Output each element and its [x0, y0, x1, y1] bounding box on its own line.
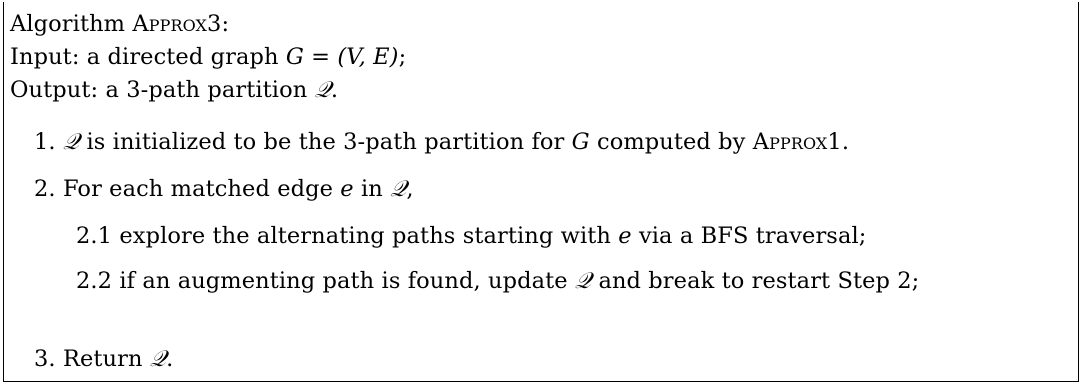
substep-number: 2.1: [76, 223, 113, 249]
algorithm-reference: Approx1: [752, 129, 842, 155]
substep-text: and break to restart Step 2;: [591, 268, 920, 294]
step-math: G: [571, 129, 590, 155]
substep-math: e: [618, 223, 632, 249]
step-math: 𝒬: [390, 176, 407, 202]
output-suffix: .: [330, 77, 339, 103]
step-text: is initialized to be the 3-path partitio…: [79, 129, 572, 155]
substep-text: via a BFS traversal;: [631, 223, 867, 249]
step-text: .: [841, 129, 850, 155]
step-3: 3. Return 𝒬.: [34, 348, 173, 371]
step-text: in: [353, 176, 391, 202]
step-math: e: [340, 176, 354, 202]
step-text: For each matched edge: [62, 176, 341, 202]
substep-2-2: 2.2 if an augmenting path is found, upda…: [76, 270, 919, 293]
algorithm-box: [3, 2, 1079, 382]
substep-2-1: 2.1 explore the alternating paths starti…: [76, 225, 866, 248]
output-label: Output: a 3-path partition: [10, 77, 315, 103]
algorithm-name: Approx3: [132, 11, 222, 37]
step-number: 2.: [34, 176, 56, 202]
substep-text: explore the alternating paths starting w…: [119, 223, 619, 249]
step-math: 𝒬: [62, 129, 80, 155]
input-label: Input: a directed graph: [10, 44, 286, 70]
substep-number: 2.2: [76, 268, 113, 294]
step-text: ,: [406, 176, 414, 202]
algorithm-input: Input: a directed graph G = (V, E);: [10, 46, 406, 69]
algorithm-title: Algorithm Approx3:: [10, 13, 229, 36]
input-graph-math: G = (V, E): [285, 44, 399, 70]
title-suffix: :: [221, 11, 230, 37]
step-number: 3.: [34, 346, 56, 372]
substep-math: 𝒬: [574, 268, 592, 294]
step-text: .: [166, 346, 174, 372]
step-text: computed by: [589, 129, 753, 155]
input-suffix: ;: [398, 44, 407, 70]
step-text: Return: [62, 346, 150, 372]
step-number: 1.: [34, 129, 56, 155]
step-1: 1. 𝒬 is initialized to be the 3-path par…: [34, 131, 849, 154]
output-partition-math: 𝒬: [314, 77, 331, 103]
substep-text: if an augmenting path is found, update: [119, 268, 575, 294]
step-2: 2. For each matched edge e in 𝒬,: [34, 178, 414, 201]
title-prefix: Algorithm: [10, 11, 133, 37]
algorithm-output: Output: a 3-path partition 𝒬.: [10, 79, 338, 102]
step-math: 𝒬: [149, 346, 167, 372]
